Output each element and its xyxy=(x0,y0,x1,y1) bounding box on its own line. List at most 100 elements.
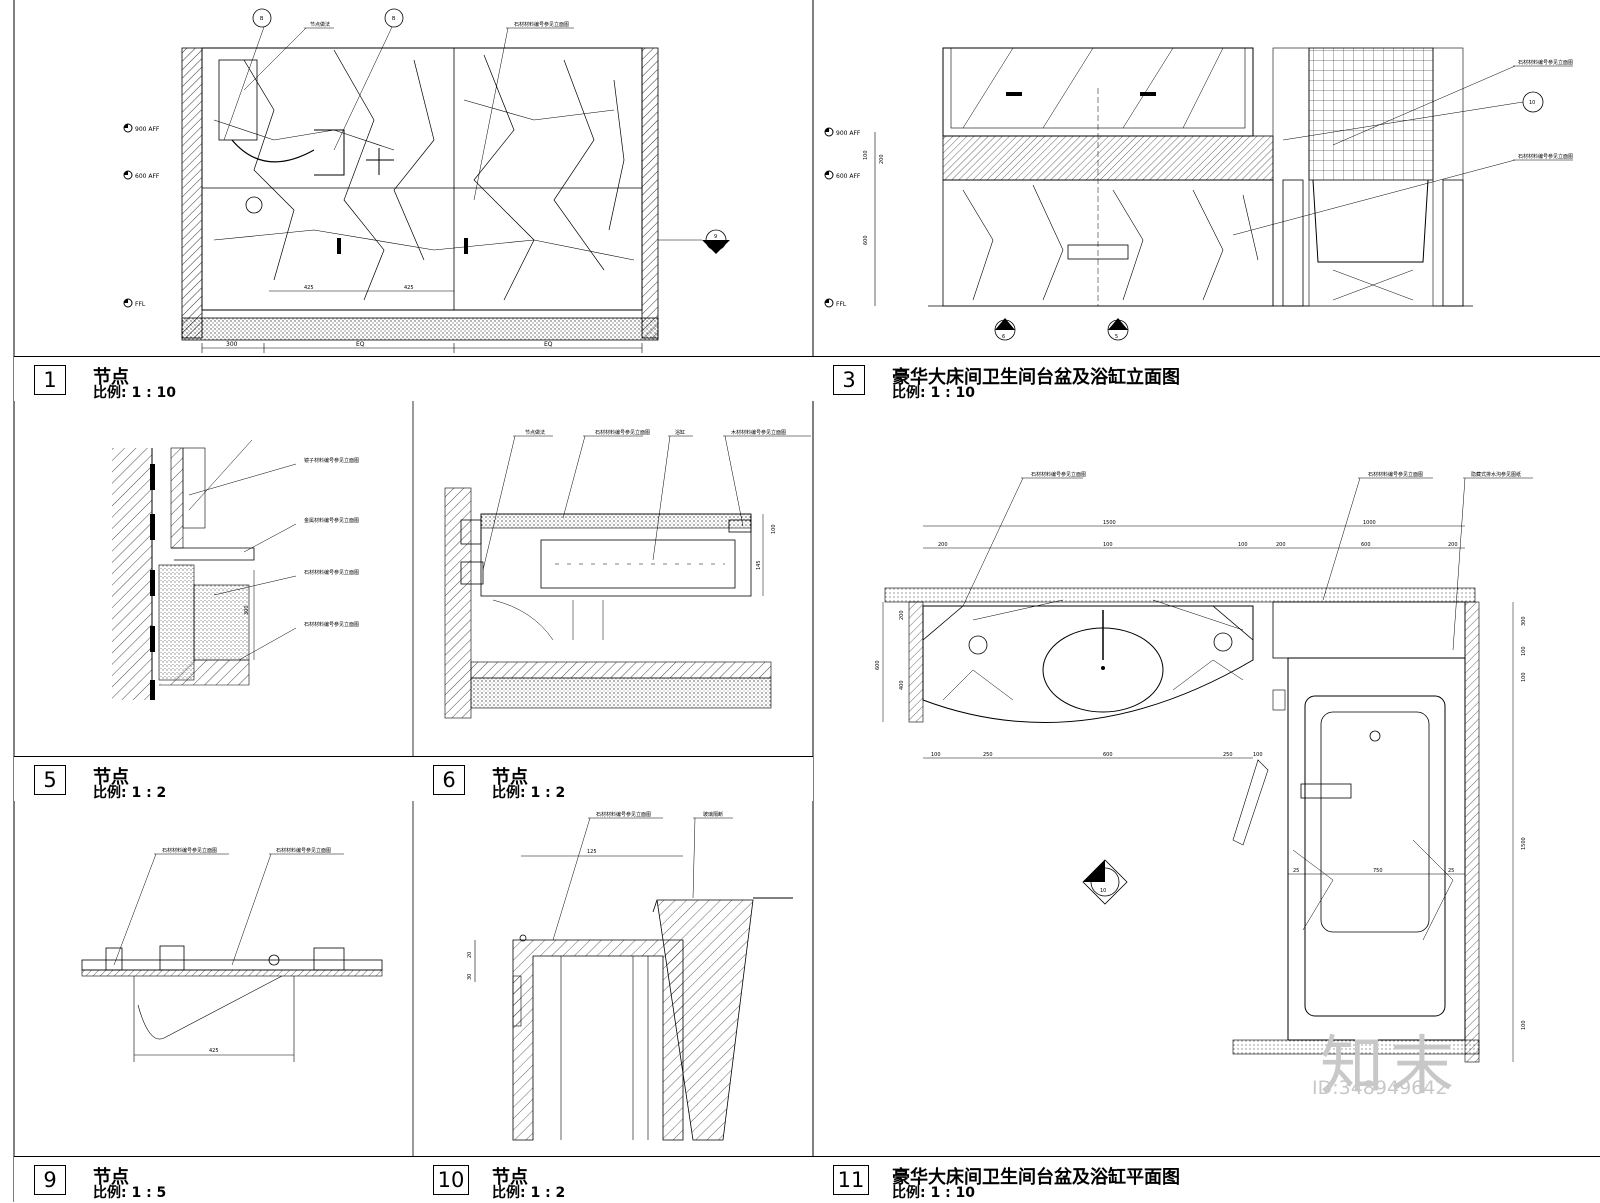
svg-text:100: 100 xyxy=(1521,646,1527,656)
svg-text:3: 3 xyxy=(1102,874,1105,880)
panel-5-title: 5 节点 比例: 1 : 2 xyxy=(14,756,413,801)
svg-text:100: 100 xyxy=(1521,1020,1527,1030)
svg-text:EQ: EQ xyxy=(544,341,553,348)
svg-text:20: 20 xyxy=(467,952,473,958)
svg-text:200: 200 xyxy=(1276,542,1286,548)
svg-text:石材材料编号参见立面图: 石材材料编号参见立面图 xyxy=(596,811,651,818)
svg-text:400: 400 xyxy=(899,680,905,690)
panel-title: 节点 xyxy=(492,767,528,788)
panel-number: 6 xyxy=(433,765,465,795)
svg-text:镜子材料编号参见立面图: 镜子材料编号参见立面图 xyxy=(304,457,359,464)
svg-text:100: 100 xyxy=(1253,752,1263,758)
svg-text:600: 600 xyxy=(863,235,869,245)
svg-text:9: 9 xyxy=(714,234,717,240)
svg-text:250: 250 xyxy=(983,752,993,758)
svg-text:30: 30 xyxy=(467,974,473,980)
svg-text:25: 25 xyxy=(1448,868,1454,874)
svg-text:1000: 1000 xyxy=(1363,520,1376,526)
svg-text:FFL: FFL xyxy=(836,301,847,308)
svg-text:100: 100 xyxy=(931,752,941,758)
svg-text:石材材料编号参见立面图: 石材材料编号参见立面图 xyxy=(514,21,569,28)
svg-text:25: 25 xyxy=(1293,868,1299,874)
panel-11-title: 11 豪华大床间卫生间台盆及浴缸平面图 比例: 1 : 10 xyxy=(813,1156,1600,1203)
svg-text:石材材料编号参见立面图: 石材材料编号参见立面图 xyxy=(276,847,331,854)
panel-number: 11 xyxy=(833,1165,869,1195)
svg-text:600: 600 xyxy=(1361,542,1371,548)
panel-11-drawing: 1500 1000 200 100 100 200 600 200 100 25… xyxy=(875,471,1533,1063)
svg-text:600: 600 xyxy=(1103,752,1113,758)
svg-text:石材材料编号参见立面图: 石材材料编号参见立面图 xyxy=(304,621,359,628)
svg-text:600 AFF: 600 AFF xyxy=(836,173,861,180)
panel-3-drawing: 900 AFF 600 AFF FFL 100 200 600 石材材料编号参见… xyxy=(824,47,1573,341)
panel-scale: 比例: 1 : 2 xyxy=(492,785,566,801)
svg-text:B: B xyxy=(260,16,264,22)
panel-scale: 比例: 1 : 10 xyxy=(892,1185,976,1201)
svg-text:425: 425 xyxy=(209,1048,219,1054)
panel-scale: 比例: 1 : 2 xyxy=(93,785,167,801)
svg-text:EQ: EQ xyxy=(356,341,365,348)
svg-text:石材材料编号参见立面图: 石材材料编号参见立面图 xyxy=(304,569,359,576)
panel-number: 1 xyxy=(34,365,66,395)
level-markers: 900 AFF 600 AFF FFL xyxy=(123,123,160,308)
svg-text:玻璃隔断: 玻璃隔断 xyxy=(703,811,723,818)
svg-text:5: 5 xyxy=(1115,334,1118,340)
panel-1-drawing: 900 AFF 600 AFF FFL 300 EQ EQ 425 425 节点… xyxy=(123,8,730,353)
panel-10-drawing: 125 20 30 石材材料编号参见立面图 玻璃隔断 xyxy=(467,811,793,1141)
svg-text:300: 300 xyxy=(1521,616,1527,626)
watermark-logo: 知末 xyxy=(1320,1030,1460,1104)
svg-text:1500: 1500 xyxy=(1103,520,1116,526)
level-markers-3: 900 AFF 600 AFF FFL xyxy=(824,127,861,308)
svg-text:200: 200 xyxy=(899,610,905,620)
svg-text:200: 200 xyxy=(1448,542,1458,548)
svg-text:金属材料编号参见立面图: 金属材料编号参见立面图 xyxy=(304,517,359,524)
svg-text:石材材料编号参见立面图: 石材材料编号参见立面图 xyxy=(1031,471,1086,478)
svg-text:100: 100 xyxy=(771,524,777,534)
panel-title: 豪华大床间卫生间台盆及浴缸平面图 xyxy=(892,1167,1180,1188)
panel-5-drawing: 镜子材料编号参见立面图 金属材料编号参见立面图 石材材料编号参见立面图 石材材料… xyxy=(112,439,359,700)
panel-6-drawing: 节点做法 石材材料编号参见立面图 浴缸 木材材料编号参见立面图 145 100 xyxy=(444,429,811,719)
svg-text:木材材料编号参见立面图: 木材材料编号参见立面图 xyxy=(731,429,786,436)
svg-text:节点做法: 节点做法 xyxy=(310,21,330,28)
watermark-id: ID:348949642 xyxy=(1312,1077,1448,1099)
svg-text:100: 100 xyxy=(1521,672,1527,682)
svg-text:200: 200 xyxy=(938,542,948,548)
svg-text:900 AFF: 900 AFF xyxy=(836,130,861,137)
panel-number: 10 xyxy=(433,1165,469,1195)
panel-9-title: 9 节点 比例: 1 : 5 xyxy=(14,1156,413,1203)
panel-10-title: 10 节点 比例: 1 : 2 xyxy=(413,1156,813,1203)
panel-title: 豪华大床间卫生间台盆及浴缸立面图 xyxy=(892,367,1180,388)
svg-text:600 AFF: 600 AFF xyxy=(135,173,160,180)
svg-text:100: 100 xyxy=(1238,542,1248,548)
svg-text:425: 425 xyxy=(304,285,314,291)
svg-text:300: 300 xyxy=(244,605,250,615)
svg-text:节点做法: 节点做法 xyxy=(525,429,545,436)
svg-text:10: 10 xyxy=(1100,888,1106,894)
panel-title: 节点 xyxy=(93,767,129,788)
panel-scale: 比例: 1 : 10 xyxy=(892,385,976,401)
panel-number: 9 xyxy=(34,1165,66,1195)
panel-scale: 比例: 1 : 2 xyxy=(492,1185,566,1201)
panel-number: 5 xyxy=(34,765,66,795)
svg-text:B: B xyxy=(392,16,396,22)
svg-text:石材材料编号参见立面图: 石材材料编号参见立面图 xyxy=(1368,471,1423,478)
svg-text:900 AFF: 900 AFF xyxy=(135,126,160,133)
svg-text:石材材料编号参见立面图: 石材材料编号参见立面图 xyxy=(1518,153,1573,160)
panel-scale: 比例: 1 : 5 xyxy=(93,1185,167,1201)
panel-number: 3 xyxy=(833,365,865,395)
svg-text:浴缸: 浴缸 xyxy=(675,429,685,436)
svg-text:425: 425 xyxy=(404,285,414,291)
svg-text:1500: 1500 xyxy=(1521,837,1527,850)
panel-title: 节点 xyxy=(93,367,129,388)
panel-1-title: 1 节点 比例: 1 : 10 xyxy=(14,356,813,401)
svg-text:隐藏式排水沟参见图纸: 隐藏式排水沟参见图纸 xyxy=(1471,471,1521,478)
svg-text:750: 750 xyxy=(1373,868,1383,874)
svg-text:10: 10 xyxy=(1529,100,1535,106)
panel-title: 节点 xyxy=(93,1167,129,1188)
svg-text:200: 200 xyxy=(879,154,885,164)
svg-text:FFL: FFL xyxy=(135,301,146,308)
panel-9-drawing: 425 石材材料编号参见立面图 石材材料编号参见立面图 xyxy=(81,847,383,1062)
panel-6-title: 6 节点 比例: 1 : 2 xyxy=(413,756,813,801)
svg-text:300: 300 xyxy=(226,341,238,348)
svg-text:100: 100 xyxy=(1103,542,1113,548)
